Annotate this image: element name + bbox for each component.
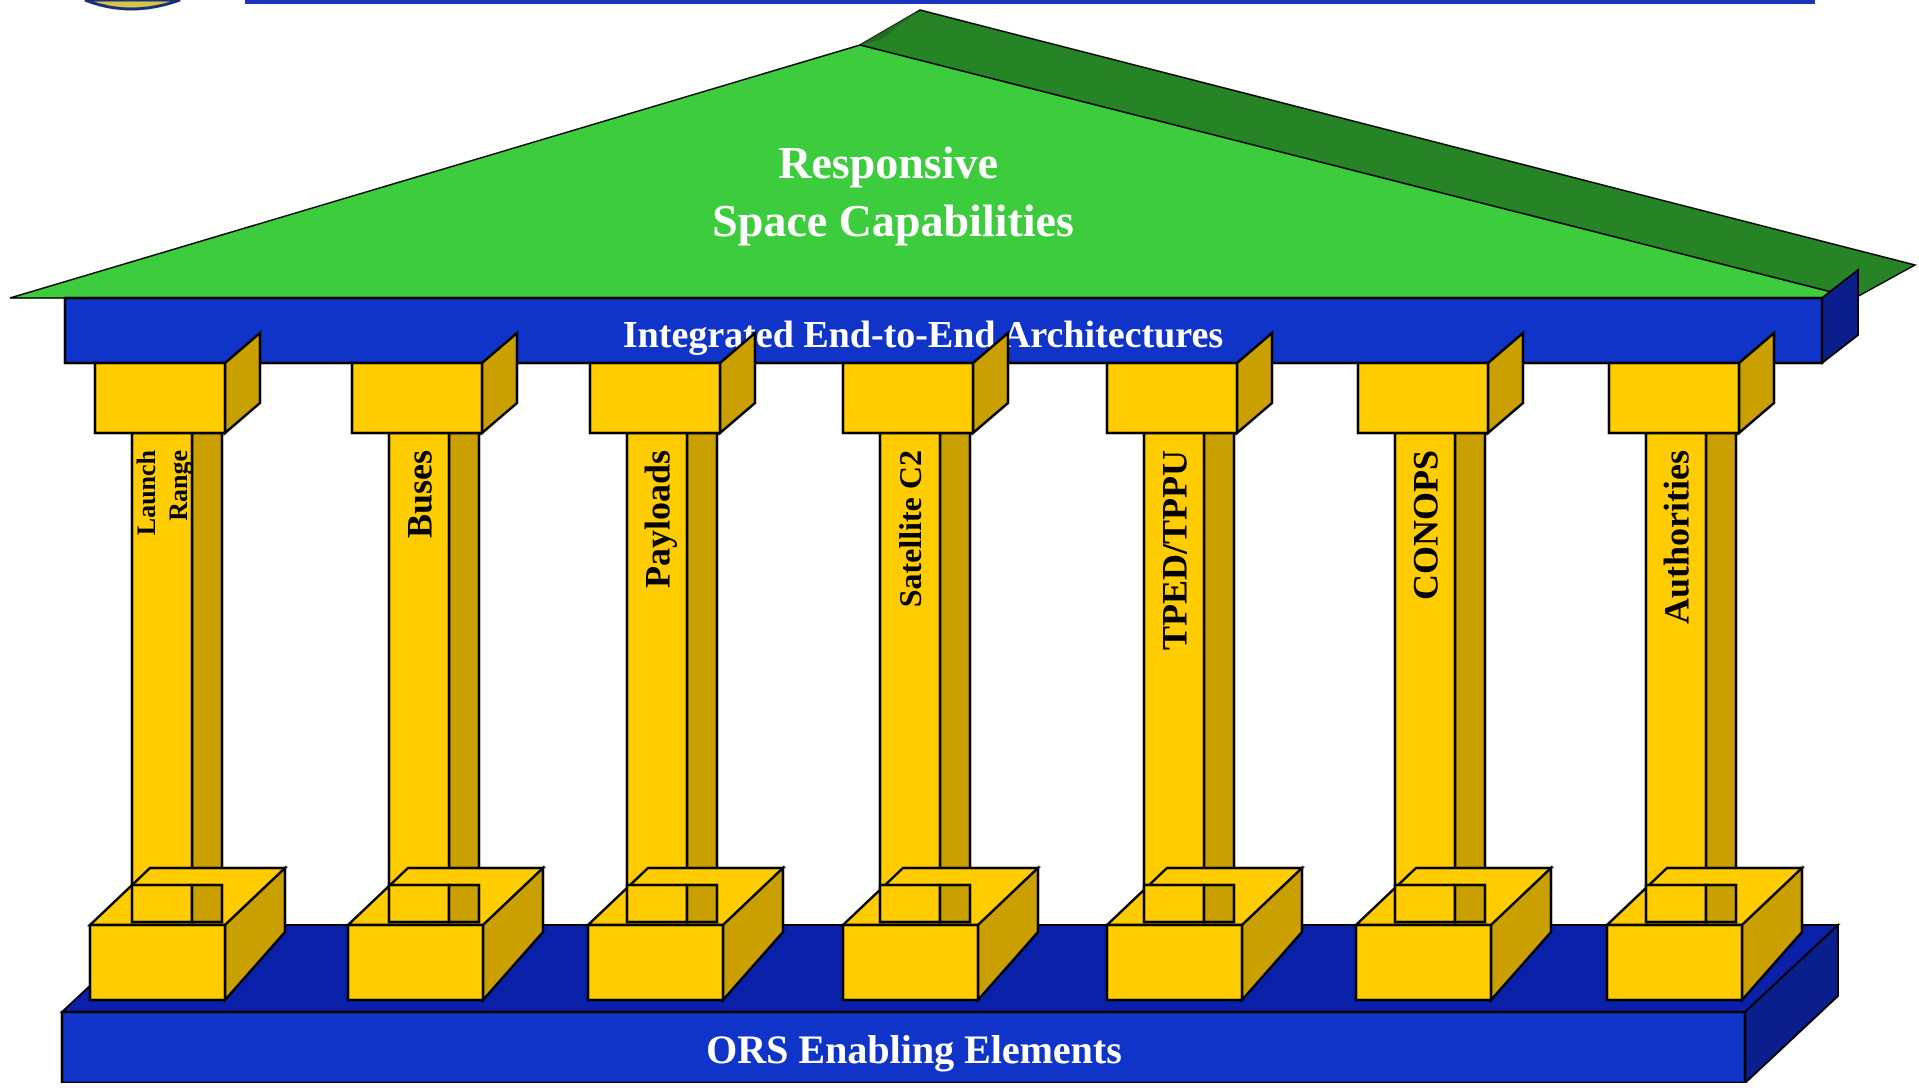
pillar-capital-front — [93, 361, 227, 435]
pillar-shaft-side — [190, 431, 224, 924]
foundation-front — [60, 1010, 1747, 1085]
pillar-capital-front — [841, 361, 975, 435]
pillar-capital-front — [1105, 361, 1239, 435]
pillar-shaft-foot — [1644, 883, 1708, 924]
pillar-capital-front — [1607, 361, 1741, 435]
pillar-shaft-foot — [130, 883, 194, 924]
pillar-shaft-side — [1202, 431, 1236, 924]
pillar-shaft-foot-side — [938, 883, 972, 924]
pillar-shaft-foot — [625, 883, 689, 924]
pillar-label: CONOPS — [1406, 450, 1446, 600]
pillar-shaft-side — [1453, 431, 1487, 924]
pillar-capital-front — [588, 361, 722, 435]
header-rule — [245, 0, 1815, 4]
pillar-label: Authorities — [1657, 450, 1697, 624]
pillar-shaft-foot-side — [190, 883, 224, 924]
pillar-shaft-foot-side — [447, 883, 481, 924]
header-logo-fragment — [84, 0, 181, 11]
pillar-base-front — [346, 923, 485, 1002]
pillar-conops: CONOPS — [1352, 330, 1555, 1004]
pillar-shaft-foot — [387, 883, 451, 924]
pillar-shaft-front — [625, 431, 689, 924]
roof-top-edge — [860, 10, 920, 45]
pillar-shaft-side — [938, 431, 972, 924]
pillar-shaft-side — [1704, 431, 1738, 924]
architrave: Integrated End-to-End Architectures — [63, 267, 1859, 366]
pillar-shaft-side — [685, 431, 719, 924]
pillar-base-front — [1605, 923, 1744, 1002]
pillar-label: Buses — [400, 450, 440, 538]
pillar-shaft-foot-side — [685, 883, 719, 924]
pillar-base-front — [1105, 923, 1244, 1002]
pillar-shaft-foot-side — [1202, 883, 1236, 924]
pillar-label: Satellite C2 — [892, 450, 928, 607]
pillar-shaft-front — [1393, 431, 1457, 924]
pillar-satellite-c2: Satellite C2 — [839, 330, 1042, 1004]
pillar-label: Range — [164, 450, 193, 521]
architrave-label: Integrated End-to-End Architectures — [623, 314, 1223, 356]
pillar-shaft-side — [447, 431, 481, 924]
pillar-shaft-foot-side — [1453, 883, 1487, 924]
pillar-shaft-foot — [1393, 883, 1457, 924]
roof: Responsive Space Capabilities — [9, 9, 1918, 299]
pillar-shaft-front — [1142, 431, 1206, 924]
pillar-capital-front — [1356, 361, 1490, 435]
pillar-base-front — [841, 923, 980, 1002]
foundation-label: ORS Enabling Elements — [706, 1027, 1122, 1072]
pillar-buses: Buses — [344, 330, 547, 1004]
pillar-label: Payloads — [638, 450, 678, 588]
pillar-shaft-front — [1644, 431, 1708, 924]
pillar-label: Launch — [132, 449, 161, 535]
pillar-payloads: Payloads — [584, 330, 787, 1004]
pillar-shaft-front — [130, 431, 194, 924]
pillar-tped-tppu: TPED/TPPU — [1103, 330, 1306, 1004]
roof-title-line2: Space Capabilities — [712, 195, 1074, 246]
pillar-base-front — [586, 923, 725, 1002]
pillar-shaft-foot-side — [1704, 883, 1738, 924]
pillar-shaft-front — [878, 431, 942, 924]
pillar-capital-front — [350, 361, 484, 435]
pillar-shaft-front — [387, 431, 451, 924]
architrave-front — [63, 296, 1824, 365]
pillar-label: TPED/TPPU — [1155, 450, 1195, 650]
pillar-shaft-foot — [878, 883, 942, 924]
pillar-base-front — [88, 923, 227, 1002]
pillar-shaft-foot — [1142, 883, 1206, 924]
roof-title-line1: Responsive — [778, 137, 998, 188]
pillar-base-front — [1354, 923, 1493, 1002]
pillar-authorities: Authorities — [1603, 330, 1806, 1004]
